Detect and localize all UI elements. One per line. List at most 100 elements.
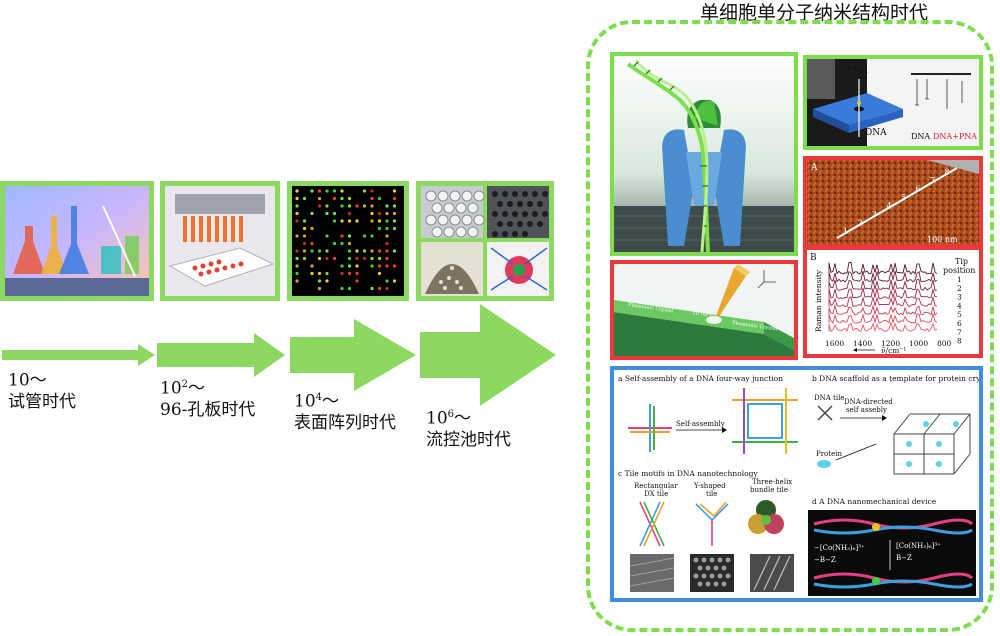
array-spot (347, 286, 352, 291)
array-spot (377, 211, 382, 216)
array-spot (370, 189, 374, 193)
array-spot (332, 241, 337, 246)
test-tube-era-image (0, 181, 154, 301)
nanopore-pna-panel: PNA DNA DNA DNA+PNA (803, 55, 983, 150)
era-4-name: 流控池时代 (426, 429, 511, 450)
era-3-exp: 4 (315, 392, 323, 403)
array-spot (385, 286, 389, 291)
tip-position-label: 1 (957, 275, 962, 284)
nanostructure-era-container (586, 20, 994, 632)
array-spot (332, 211, 337, 216)
array-spot (370, 204, 374, 208)
section-d-title: d A DNA nanomechanical device (812, 497, 937, 506)
array-spot (302, 249, 307, 253)
section-title: 单细胞单分子纳米结构时代 (700, 2, 929, 24)
raman-tick-label: 1400 (853, 339, 872, 348)
array-spot (295, 264, 299, 268)
array-spot (295, 204, 299, 208)
section-a-title: a Self-assembly of a DNA four-way juncti… (618, 374, 783, 383)
tile2-label-1: Y-shaped (693, 482, 726, 490)
device-left-2: −B−Z (814, 556, 836, 564)
era-label-3: 104～ 表面阵列时代 (294, 387, 396, 434)
array-spot (310, 264, 314, 268)
afm-mark: 1 (843, 227, 848, 236)
tip-position-label: 7 (957, 328, 962, 337)
array-spot (377, 271, 382, 276)
tile3-label-2: bundle tile (750, 486, 788, 494)
array-spot (347, 211, 352, 216)
array-spot (347, 196, 352, 201)
array-spot (347, 256, 352, 261)
array-spot (317, 196, 322, 201)
array-spot (317, 249, 322, 253)
device-right-1: [Co(NH₃)₆]³⁺ (896, 542, 941, 550)
array-spot (377, 219, 382, 223)
array-spot (377, 286, 382, 291)
array-spot (355, 249, 359, 253)
array-spot (302, 219, 307, 223)
array-spot (332, 219, 337, 223)
lattice-cube (893, 413, 971, 475)
array-spot (340, 264, 344, 268)
era-4-base: 10 (426, 408, 448, 429)
afm-mark: 4 (887, 202, 892, 211)
dna-nanotech-panel: a Self-assembly of a DNA four-way juncti… (610, 366, 983, 602)
raman-chart: B Raman intensity Tip position 12345678 … (807, 250, 979, 354)
dna-directed-label-1: DNA-directed (844, 398, 893, 406)
array-spot (347, 234, 352, 238)
arrow-3 (290, 319, 416, 391)
array-spot (317, 271, 322, 276)
tile2-label-2: tile (706, 490, 717, 498)
array-spot (347, 264, 352, 268)
afm-mark: 2 (858, 219, 863, 228)
array-spot (370, 249, 374, 253)
array-spot (295, 234, 299, 238)
raman-tag: B (810, 253, 817, 263)
array-spot (340, 234, 344, 238)
array-spot (392, 189, 397, 193)
array-spot (385, 279, 389, 283)
era-4-exp: 6 (447, 409, 455, 420)
array-spot (385, 241, 389, 246)
array-spot (385, 249, 389, 253)
afm-mark: 7 (930, 176, 935, 185)
array-spot (340, 271, 344, 276)
afm-tag: A (810, 163, 818, 173)
array-spot (377, 256, 382, 261)
array-spot (295, 211, 299, 216)
array-spot (370, 234, 374, 238)
array-spot (310, 211, 314, 216)
array-spot (317, 204, 322, 208)
array-spot (392, 264, 397, 268)
array-spot (362, 256, 367, 261)
array-spot (385, 211, 389, 216)
raman-ylabel: Raman intensity (814, 269, 823, 332)
array-spot (355, 219, 359, 223)
afm-scale: 100 nm (927, 235, 958, 244)
array-spot (317, 189, 322, 193)
array-spot (385, 219, 389, 223)
afm-mark: 3 (872, 210, 877, 219)
raman-trace (828, 321, 938, 333)
array-spot (310, 241, 314, 246)
array-spot (295, 271, 299, 276)
array-spot (317, 256, 322, 261)
section-b-title: b DNA scaffold as a template for protein… (812, 374, 979, 383)
array-spot (325, 279, 329, 283)
self-assembly-label: Self-assembly (676, 420, 725, 428)
array-spot (370, 219, 374, 223)
array-spot (362, 249, 367, 253)
section-c-title: c Tile motifs in DNA nanotechnology (618, 469, 758, 478)
array-spot (325, 249, 329, 253)
array-spot (392, 279, 397, 283)
raman-tick-label: 1200 (881, 339, 900, 348)
dna-label: DNA (865, 128, 887, 138)
tip-title-1: Tip (955, 257, 968, 266)
array-spot (362, 189, 367, 193)
tile1-label-2: DX tile (644, 490, 668, 498)
plasmonic-tip-panel: Plasmonic Crystal 3D NFT Plasmonic Cryst… (610, 260, 798, 360)
protein-label: Protein (816, 450, 842, 458)
era-2-name: 96-孔板时代 (160, 399, 256, 420)
plasmonic-label-2: 3D NFT (692, 310, 713, 319)
